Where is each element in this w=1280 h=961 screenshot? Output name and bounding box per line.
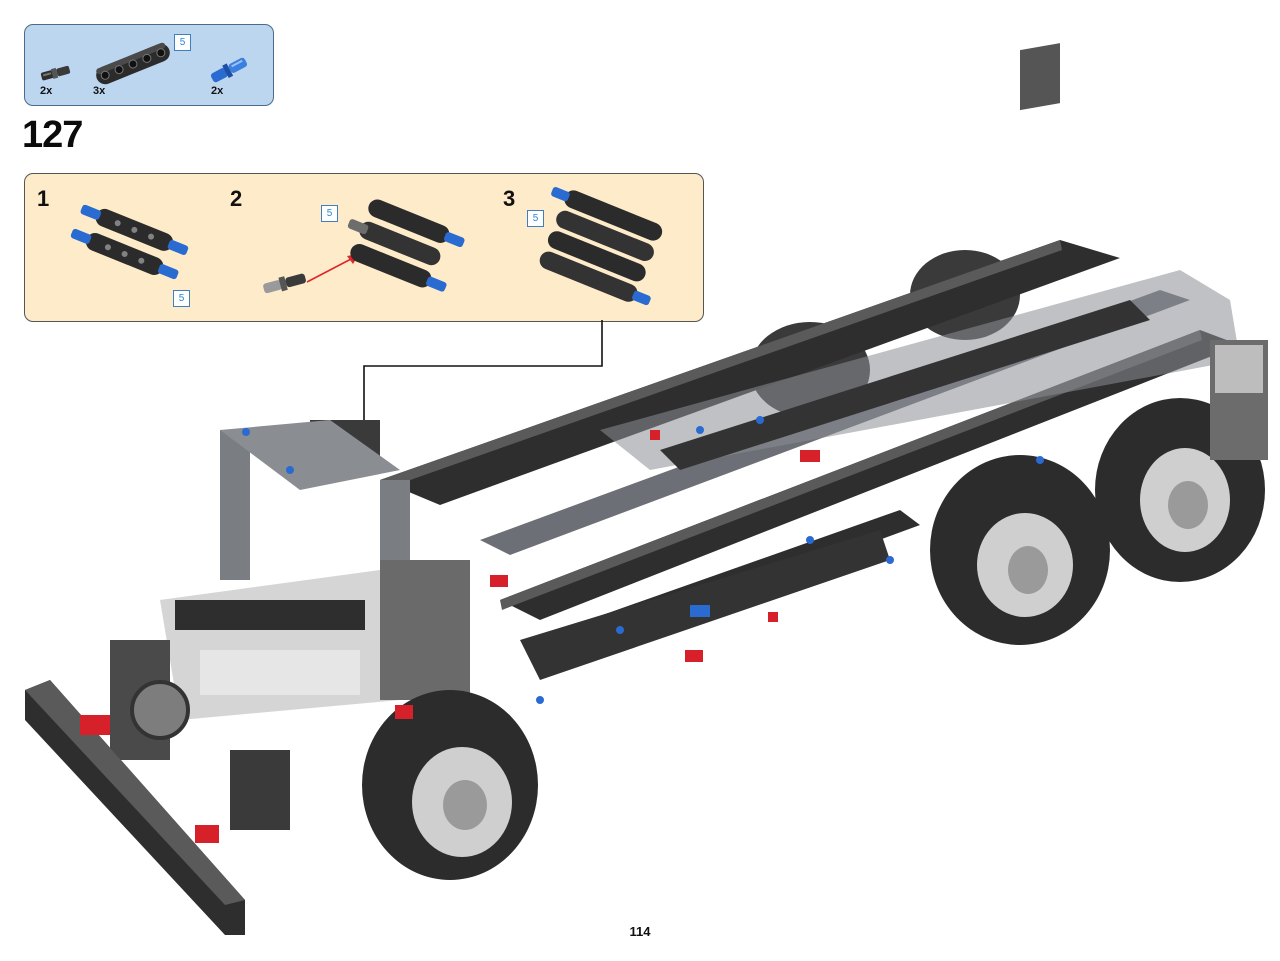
front-frame (110, 420, 470, 760)
substep-1-badge: 5 (173, 290, 190, 307)
page-number: 114 (629, 924, 651, 939)
beam-length-badge: 5 (174, 34, 191, 51)
substep-box: 1 2 3 5 5 (24, 173, 704, 322)
substep-3-number: 3 (503, 186, 516, 211)
substep-1-assembly (70, 204, 189, 280)
black-axle-pin-icon (40, 65, 71, 81)
substep-3-badge: 5 (527, 210, 544, 227)
substep-2-badge: 5 (321, 205, 338, 222)
substep-3-assembly (539, 187, 663, 306)
substep-2-assembly (347, 199, 465, 292)
pin-accents (242, 416, 1044, 719)
frame-rails (380, 43, 1268, 680)
front-bumper (25, 680, 290, 935)
qty-black-pin: 2x (40, 85, 53, 97)
blue-axle-pin-icon (210, 57, 248, 83)
substep-2-pin (263, 273, 306, 294)
parts-list-box: 5 2x 3x 2x (24, 24, 274, 106)
step-number: 127 (22, 114, 83, 156)
front-wheel (362, 690, 538, 880)
qty-black-beam: 3x (93, 85, 106, 97)
black-beam-icon (96, 42, 170, 85)
substep-2-number: 2 (230, 186, 243, 211)
substep-1-number: 1 (37, 186, 50, 211)
qty-blue-pin: 2x (211, 85, 224, 97)
